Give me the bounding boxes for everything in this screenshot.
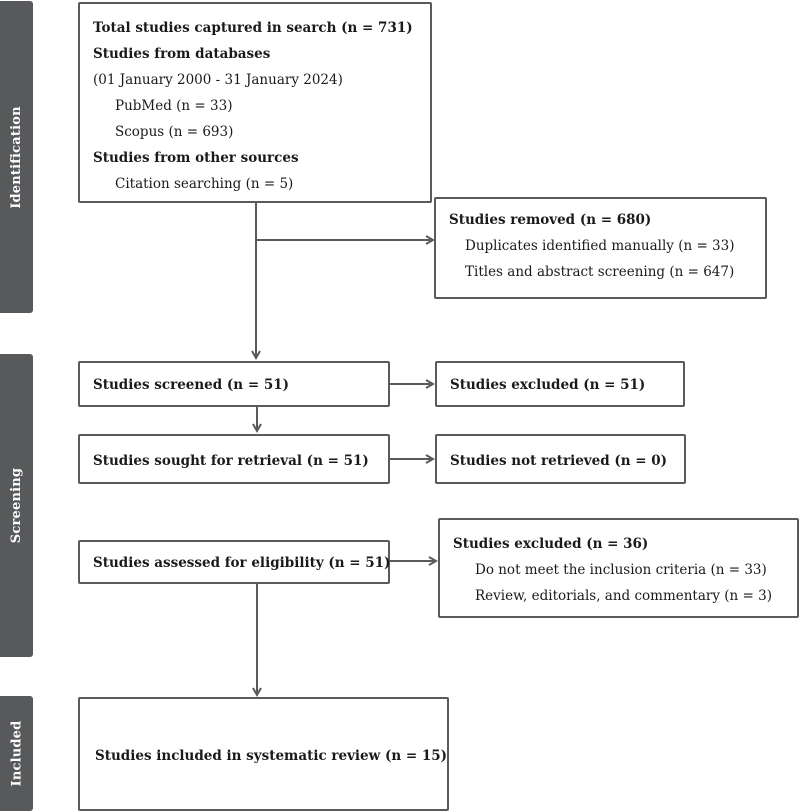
studies-excluded-36-title: Studies excluded (n = 36): [453, 536, 649, 552]
scopus-count: Scopus (n = 693): [115, 124, 234, 140]
studies-assessed: Studies assessed for eligibility (n = 51…: [93, 555, 391, 571]
studies-excluded-box: Studies excluded (n = 51): [435, 361, 685, 407]
duplicates-count: Duplicates identified manually (n = 33): [465, 238, 735, 254]
not-retrieved-box: Studies not retrieved (n = 0): [435, 434, 686, 484]
studies-removed-title: Studies removed (n = 680): [449, 212, 652, 228]
studies-excluded: Studies excluded (n = 51): [450, 377, 646, 393]
screening-stage-label: Screening: [0, 354, 33, 657]
studies-included-box: Studies included in systematic review (n…: [78, 697, 449, 811]
identification-stage-label: Identification: [0, 1, 33, 313]
other-sources-heading: Studies from other sources: [93, 150, 299, 166]
citation-searching-count: Citation searching (n = 5): [115, 176, 294, 192]
databases-heading: Studies from databases: [93, 46, 271, 62]
included-stage-label: Included: [0, 696, 33, 811]
review-editorials-count: Review, editorials, and commentary (n = …: [475, 588, 772, 604]
studies-screened-box: Studies screened (n = 51): [78, 361, 390, 407]
date-range: (01 January 2000 - 31 January 2024): [93, 72, 343, 88]
studies-removed-box: Studies removed (n = 680) Duplicates ide…: [434, 197, 767, 299]
identification-box: Total studies captured in search (n = 73…: [78, 2, 432, 203]
total-studies: Total studies captured in search (n = 73…: [93, 20, 413, 36]
studies-excluded-36-box: Studies excluded (n = 36) Do not meet th…: [438, 518, 799, 618]
studies-screened: Studies screened (n = 51): [93, 377, 290, 393]
studies-sought-box: Studies sought for retrieval (n = 51): [78, 434, 390, 484]
inclusion-criteria-count: Do not meet the inclusion criteria (n = …: [475, 562, 767, 578]
studies-sought: Studies sought for retrieval (n = 51): [93, 453, 369, 469]
studies-assessed-box: Studies assessed for eligibility (n = 51…: [78, 540, 390, 584]
pubmed-count: PubMed (n = 33): [115, 98, 233, 114]
titles-abstract-count: Titles and abstract screening (n = 647): [465, 264, 735, 280]
studies-included: Studies included in systematic review (n…: [95, 748, 448, 764]
studies-not-retrieved: Studies not retrieved (n = 0): [450, 453, 668, 469]
